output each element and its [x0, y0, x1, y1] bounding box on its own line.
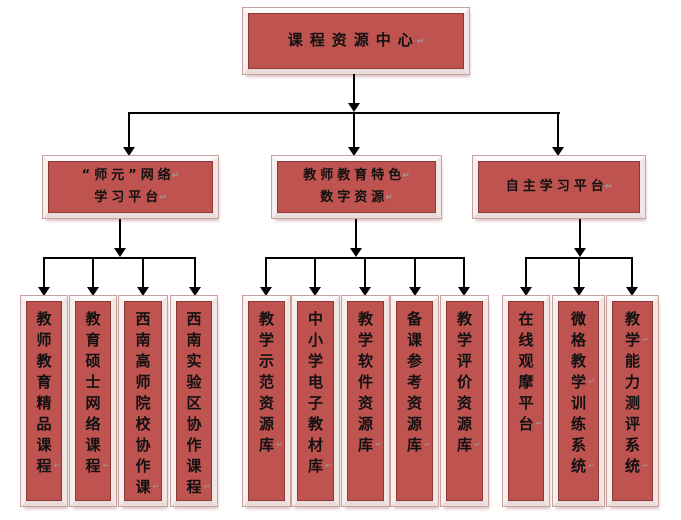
branch-label-self-learning-platform: 自主学习平台↵	[505, 179, 613, 194]
arrow-down-icon	[189, 287, 201, 296]
leaf-box-k12-etextbook-library: 中小学电子教材库↵	[292, 296, 339, 506]
leaf-label-edu-master-online-courses: 教育硕士网络课程↵	[85, 310, 110, 475]
arrow-down-icon	[348, 103, 360, 112]
connector-line	[314, 259, 316, 288]
connector-line	[631, 259, 633, 288]
connector-line	[43, 259, 45, 288]
connector-line	[579, 219, 581, 249]
leaf-label-teaching-evaluation-resources: 教学评价资源库↵	[456, 310, 481, 454]
branch-label-shiyuan-platform: “师元”网络↵学习平台↵	[81, 168, 180, 205]
arrow-down-icon	[114, 248, 126, 257]
arrow-down-icon	[574, 248, 586, 257]
leaf-box-microteaching-training-system: 微格教学↵训练系统↵	[553, 296, 604, 506]
connector-line	[128, 114, 130, 148]
arrow-down-icon	[309, 287, 321, 296]
arrow-down-icon	[359, 287, 371, 296]
branch-box-self-learning-platform: 自主学习平台↵	[473, 156, 645, 218]
branch-box-digital-resources: 教师教育特色↵数字资源↵	[272, 156, 441, 218]
leaf-label-teaching-demo-resources: 教学示范资源库↵	[258, 310, 283, 454]
connector-line	[463, 259, 465, 288]
connector-line	[194, 259, 196, 288]
leaf-box-teaching-evaluation-resources: 教学评价资源库↵	[441, 296, 488, 506]
connector-line	[43, 257, 196, 259]
root-box: 课程资源中心↵	[243, 8, 469, 74]
connector-line	[92, 259, 94, 288]
connector-line	[265, 259, 267, 288]
leaf-label-lesson-prep-reference-resources: 备课参考资源库↵	[406, 310, 431, 454]
leaf-box-lesson-prep-reference-resources: 备课参考资源库↵	[391, 296, 438, 506]
leaf-box-teacher-edu-quality-courses: 教师教育精品课程↵	[21, 296, 67, 506]
connector-line	[525, 257, 633, 259]
root-label: 课程资源中心↵	[287, 31, 425, 49]
arrow-down-icon	[137, 287, 149, 296]
leaf-label-teacher-edu-quality-courses: 教师教育精品课程↵	[36, 310, 61, 475]
connector-line	[355, 219, 357, 249]
connector-line	[265, 257, 465, 259]
branch-label-digital-resources: 教师教育特色↵数字资源↵	[303, 168, 410, 205]
connector-line	[142, 259, 144, 288]
leaf-box-edu-master-online-courses: 教育硕士网络课程↵	[70, 296, 116, 506]
leaf-label-southwest-normal-colleges-course: 西南高师院校协作课↵	[135, 310, 160, 496]
leaf-box-southwest-experiment-zone-courses: 西南实验区协作课程↵	[171, 296, 217, 506]
connector-line	[353, 74, 355, 104]
leaf-label-teaching-software-resources: 教学软件资源库↵	[357, 310, 382, 454]
connector-line	[557, 114, 559, 148]
leaf-box-online-observation-platform: 在线观摩平台↵	[503, 296, 549, 506]
leaf-label-online-observation-platform: 在线观摩平台↵	[518, 310, 543, 433]
arrow-down-icon	[348, 147, 360, 156]
root-box-fill: 课程资源中心↵	[248, 13, 464, 69]
leaf-box-teaching-demo-resources: 教学示范资源库↵	[243, 296, 290, 506]
connector-line	[364, 259, 366, 288]
arrow-down-icon	[626, 287, 638, 296]
leaf-label-teaching-ability-assessment-system: 教学↵能力测评系统↵	[624, 310, 649, 475]
arrow-down-icon	[458, 287, 470, 296]
arrow-down-icon	[350, 248, 362, 257]
leaf-box-teaching-software-resources: 教学软件资源库↵	[342, 296, 389, 506]
branch-box-shiyuan-platform: “师元”网络↵学习平台↵	[43, 156, 218, 218]
arrow-down-icon	[573, 287, 585, 296]
arrow-down-icon	[520, 287, 532, 296]
arrow-down-icon	[87, 287, 99, 296]
arrow-down-icon	[38, 287, 50, 296]
connector-line	[578, 259, 580, 288]
leaf-label-microteaching-training-system: 微格教学↵训练系统↵	[570, 310, 595, 475]
arrow-down-icon	[123, 147, 135, 156]
connector-line	[353, 114, 355, 148]
connector-line	[128, 112, 560, 114]
connector-line	[119, 219, 121, 249]
arrow-down-icon	[409, 287, 421, 296]
leaf-label-southwest-experiment-zone-courses: 西南实验区协作课程↵	[186, 310, 211, 496]
connector-line	[414, 259, 416, 288]
leaf-box-teaching-ability-assessment-system: 教学↵能力测评系统↵	[607, 296, 658, 506]
leaf-box-southwest-normal-colleges-course: 西南高师院校协作课↵	[119, 296, 167, 506]
arrow-down-icon	[552, 147, 564, 156]
leaf-label-k12-etextbook-library: 中小学电子教材库↵	[307, 310, 332, 475]
arrow-down-icon	[260, 287, 272, 296]
connector-line	[525, 259, 527, 288]
